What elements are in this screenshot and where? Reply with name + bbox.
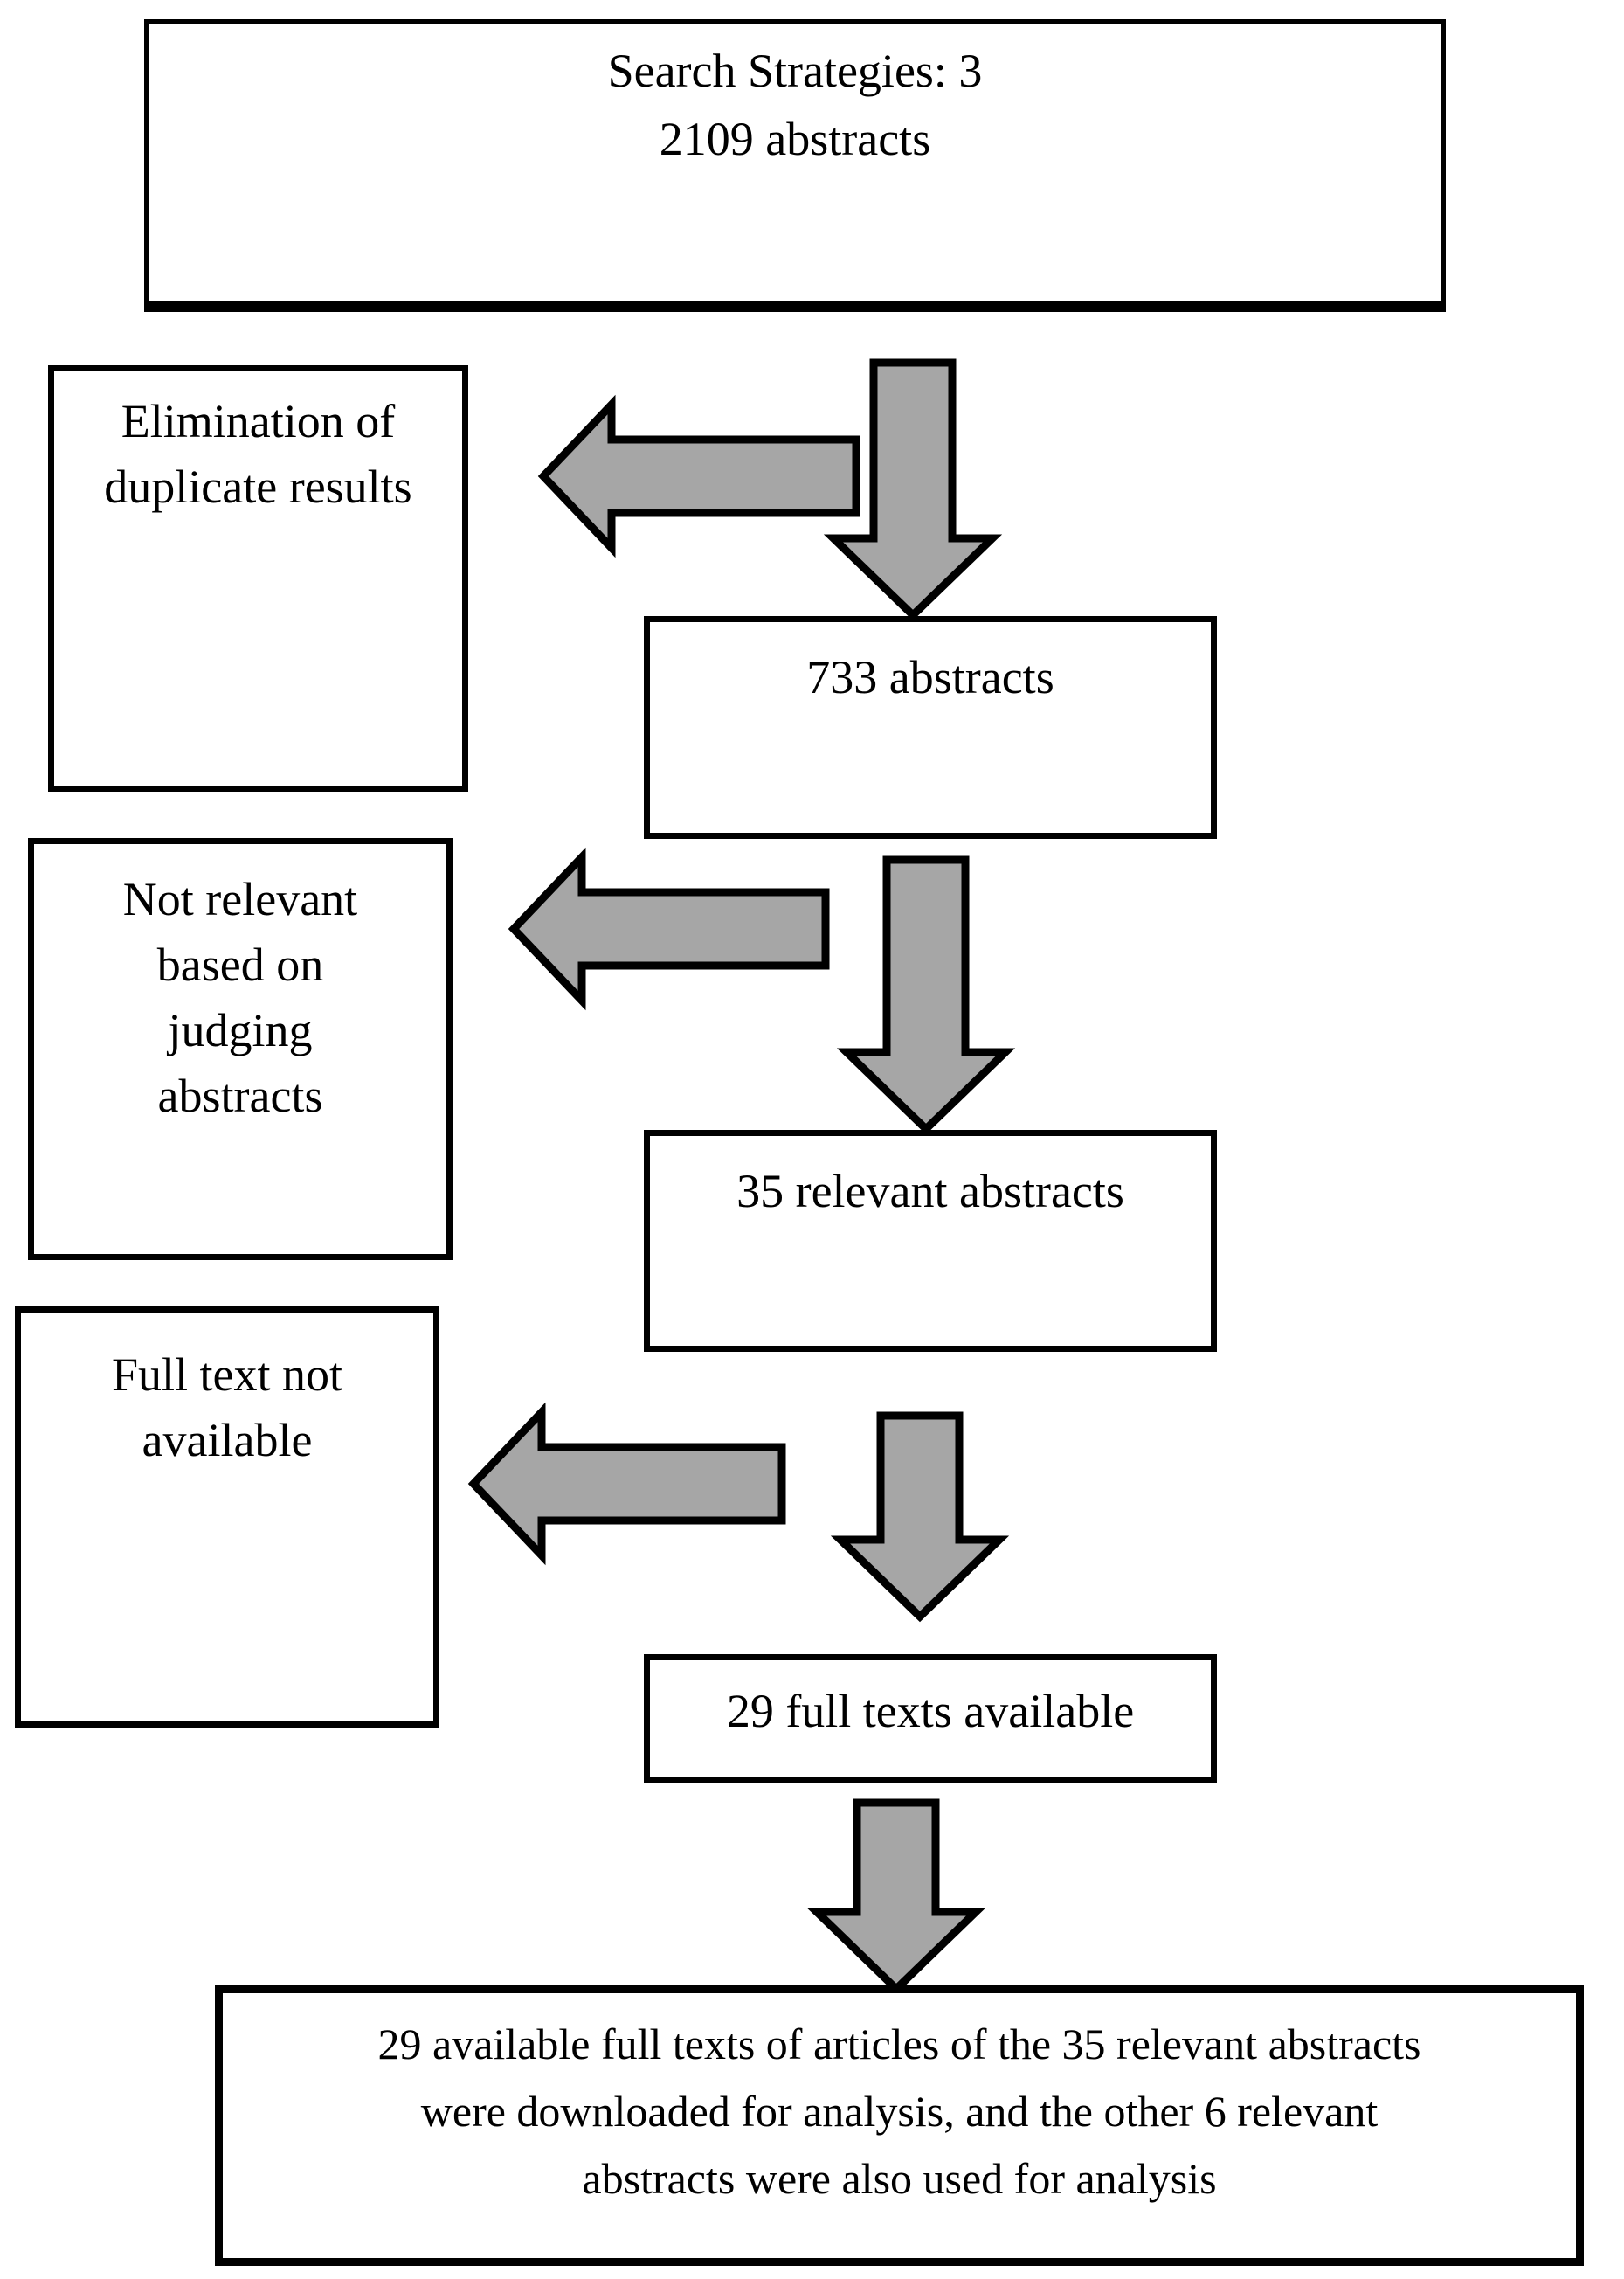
elimination-duplicates-box: Elimination of duplicate results <box>48 365 468 792</box>
analysis-result-box: 29 available full texts of articles of t… <box>215 1985 1584 2266</box>
arrow-down-icon <box>836 855 1016 1135</box>
arrow-left-icon <box>537 394 860 558</box>
not-relevant-box: Not relevant based on judging abstracts <box>28 838 453 1260</box>
arrow-left-icon <box>467 1402 786 1566</box>
arrow-left-icon <box>508 847 830 1011</box>
fulltexts-available-29-box: 29 full texts available <box>644 1654 1217 1783</box>
abstracts-733-box: 733 abstracts <box>644 616 1217 839</box>
relevant-abstracts-35-box: 35 relevant abstracts <box>644 1130 1217 1352</box>
arrow-down-icon <box>823 358 1003 621</box>
arrow-down-icon <box>830 1411 1010 1623</box>
fulltext-not-available-box: Full text not available <box>15 1306 439 1728</box>
arrow-down-icon <box>806 1798 986 1995</box>
search-strategies-box: Search Strategies: 3 2109 abstracts <box>144 19 1446 312</box>
